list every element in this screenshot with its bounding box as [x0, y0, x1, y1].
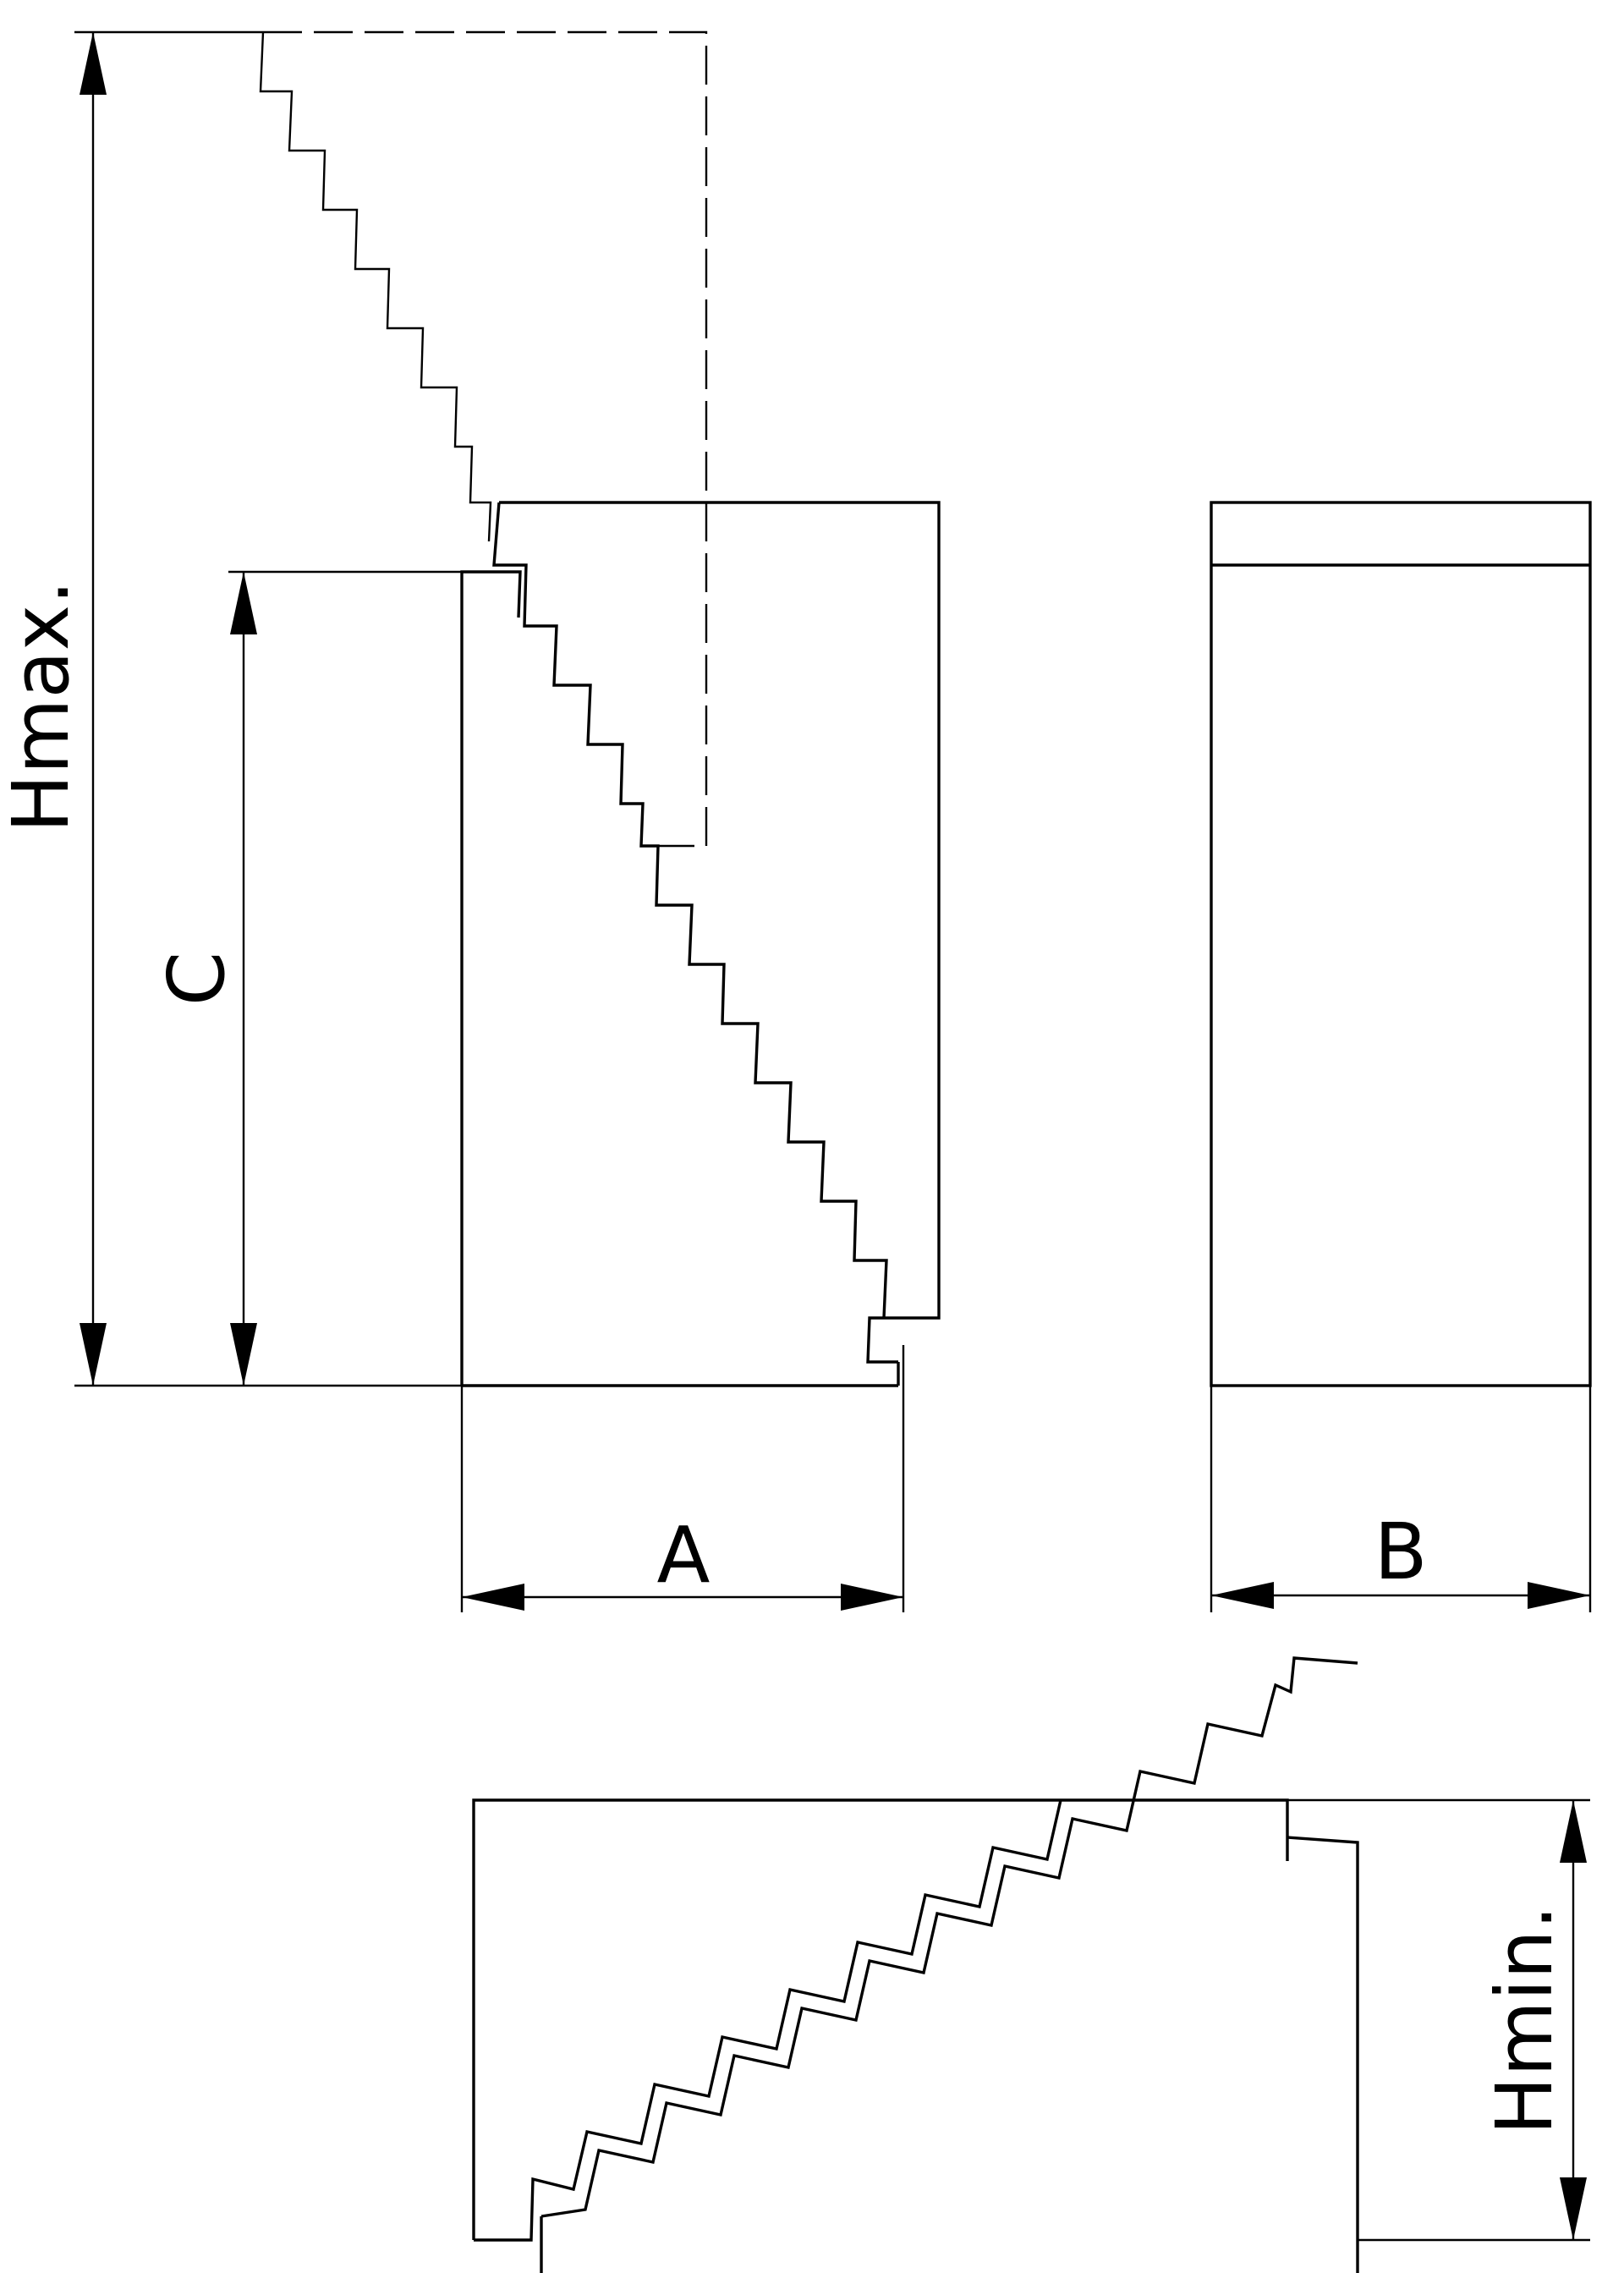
hmin-arrow-top: [1560, 1800, 1587, 1863]
hmax-arrow-top: [80, 32, 107, 95]
hmax-arrow-bottom: [80, 1323, 107, 1386]
c-dimension: C: [151, 570, 462, 1386]
upper-jaw-ghost-serration: [259, 31, 492, 542]
c-arrow-top: [230, 572, 257, 634]
side-view: [1210, 501, 1592, 1387]
b-arrow-right: [1528, 1582, 1590, 1609]
a-dimension: A: [460, 1345, 905, 1612]
upper-jaw-ghost-outline: [263, 30, 708, 848]
retracted-lower-jaw-serration: [540, 1656, 1358, 2218]
lower-jaw-outline: [460, 570, 522, 1386]
hmax-dimension: Hmax.: [0, 30, 462, 1387]
upper-jaw-serration: [492, 502, 888, 1319]
b-dimension: B: [1210, 1386, 1592, 1612]
retracted-upper-jaw-outline: [472, 1798, 1289, 2240]
retracted-upper-jaw-serration: [474, 1799, 1062, 2242]
a-arrow-left: [462, 1584, 524, 1611]
retracted-lower-jaw-bottom: [540, 2216, 543, 2273]
hmin-dimension: Hmin.: [1287, 1798, 1590, 2242]
upper-jaw-outline: [499, 501, 941, 1364]
c-arrow-bottom: [230, 1323, 257, 1386]
a-arrow-right: [841, 1584, 903, 1611]
side-view-body: [1210, 501, 1592, 1387]
retracted-jaw-view: [472, 1656, 1359, 2273]
extended-jaw-view: [259, 30, 941, 1387]
a-label: A: [657, 1510, 710, 1600]
hmin-label: Hmin.: [1479, 1905, 1570, 2135]
hmin-arrow-bottom: [1560, 2177, 1587, 2240]
hmax-label: Hmax.: [0, 580, 86, 833]
b-label: B: [1374, 1507, 1427, 1597]
c-label: C: [151, 952, 242, 1006]
retracted-lower-jaw-outline: [1287, 1836, 1359, 2273]
b-arrow-left: [1211, 1582, 1274, 1609]
